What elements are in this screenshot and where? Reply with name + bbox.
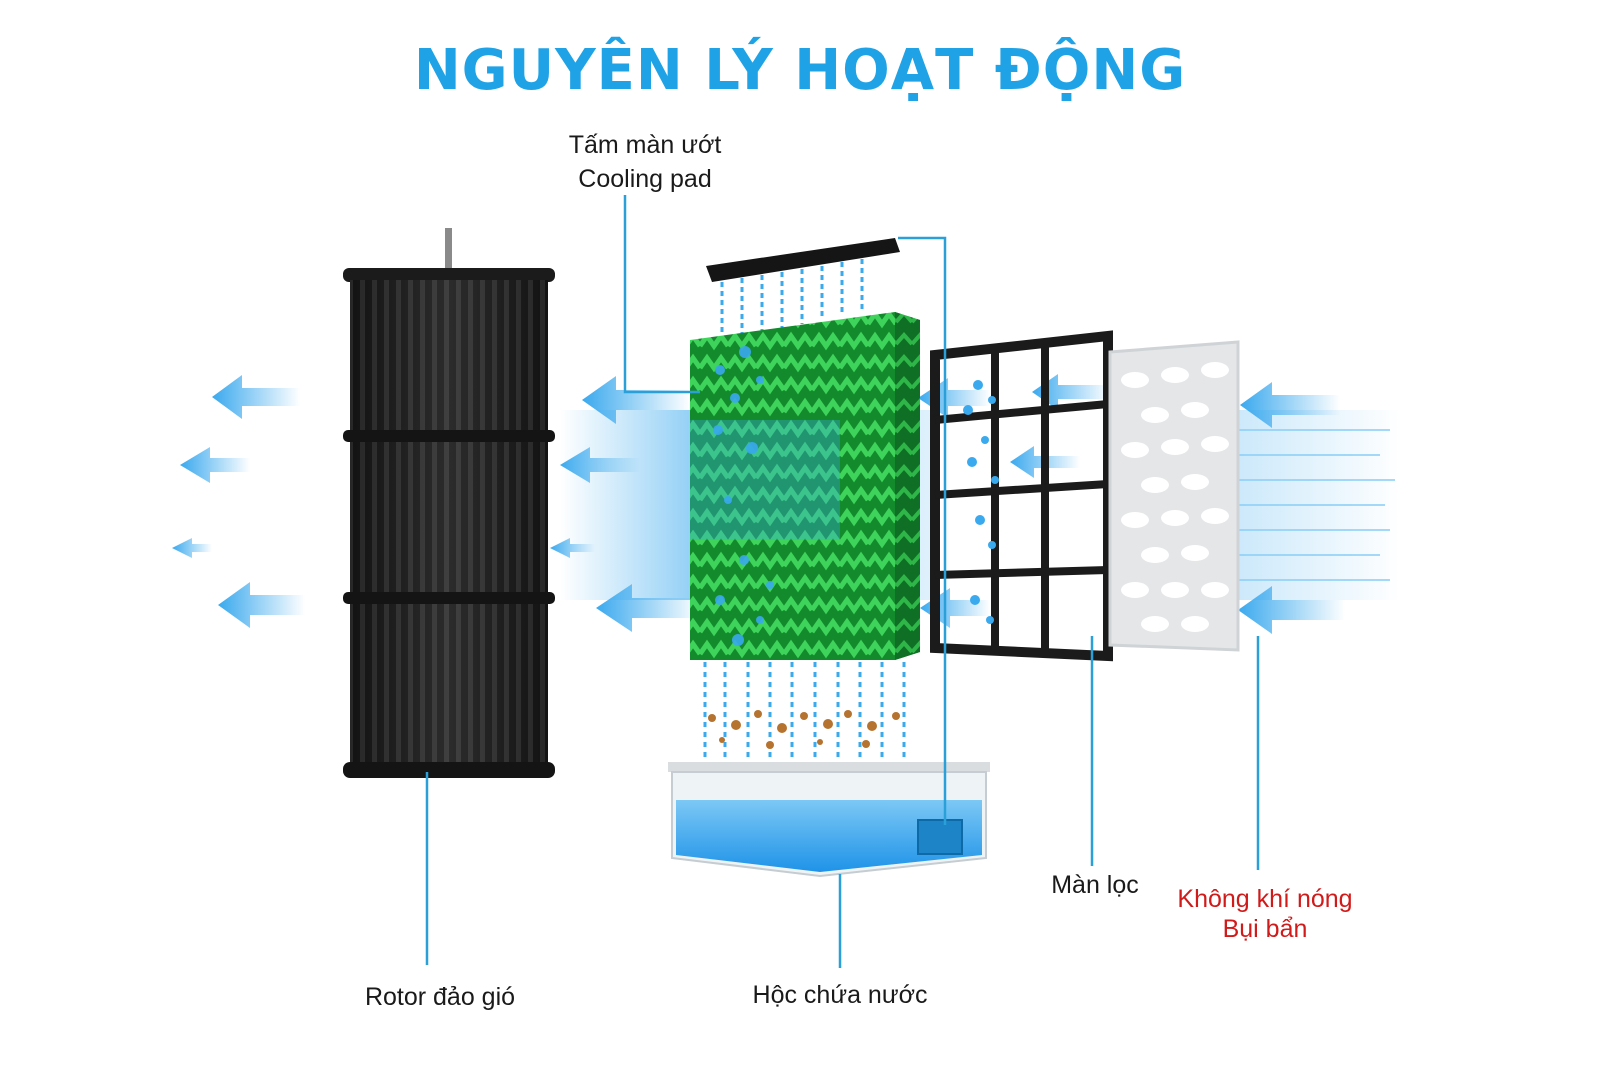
arrow-icon <box>550 538 595 558</box>
arrow-icon <box>180 447 250 483</box>
cooling-pad-label-vi: Tấm màn ướt <box>568 131 722 159</box>
hot-air-label: Không khí nóng <box>1177 885 1353 913</box>
water-tank-label: Hộc chứa nước <box>752 981 928 1009</box>
arrow-icon <box>596 584 700 632</box>
arrow-icon <box>212 375 300 419</box>
water-tank <box>668 762 990 878</box>
arrow-icon <box>218 582 305 628</box>
arrow-icon <box>172 538 212 558</box>
cooling-pad-label-en: Cooling pad <box>578 165 712 193</box>
filter-frame <box>930 330 1113 662</box>
dust-label: Bụi bẩn <box>1222 915 1308 943</box>
cooling-pad <box>690 238 920 770</box>
arrow-icon <box>560 447 640 483</box>
arrow-icon <box>582 376 690 424</box>
leader-cooling-pad <box>623 195 700 394</box>
dust-filter-mesh <box>1108 340 1240 652</box>
arrow-icon <box>1240 382 1340 428</box>
arrow-icon <box>1032 374 1110 410</box>
rotor-label: Rotor đảo gió <box>364 983 516 1011</box>
rotor-fan <box>343 228 555 778</box>
leader-tank-pump <box>898 236 947 825</box>
filter-label: Màn lọc <box>1051 871 1139 899</box>
page-title: NGUYÊN LÝ HOẠT ĐỘNG <box>413 38 1187 103</box>
leader-lines <box>425 195 1260 968</box>
outgoing-arrows <box>172 375 700 632</box>
arrow-icon <box>1238 586 1345 634</box>
